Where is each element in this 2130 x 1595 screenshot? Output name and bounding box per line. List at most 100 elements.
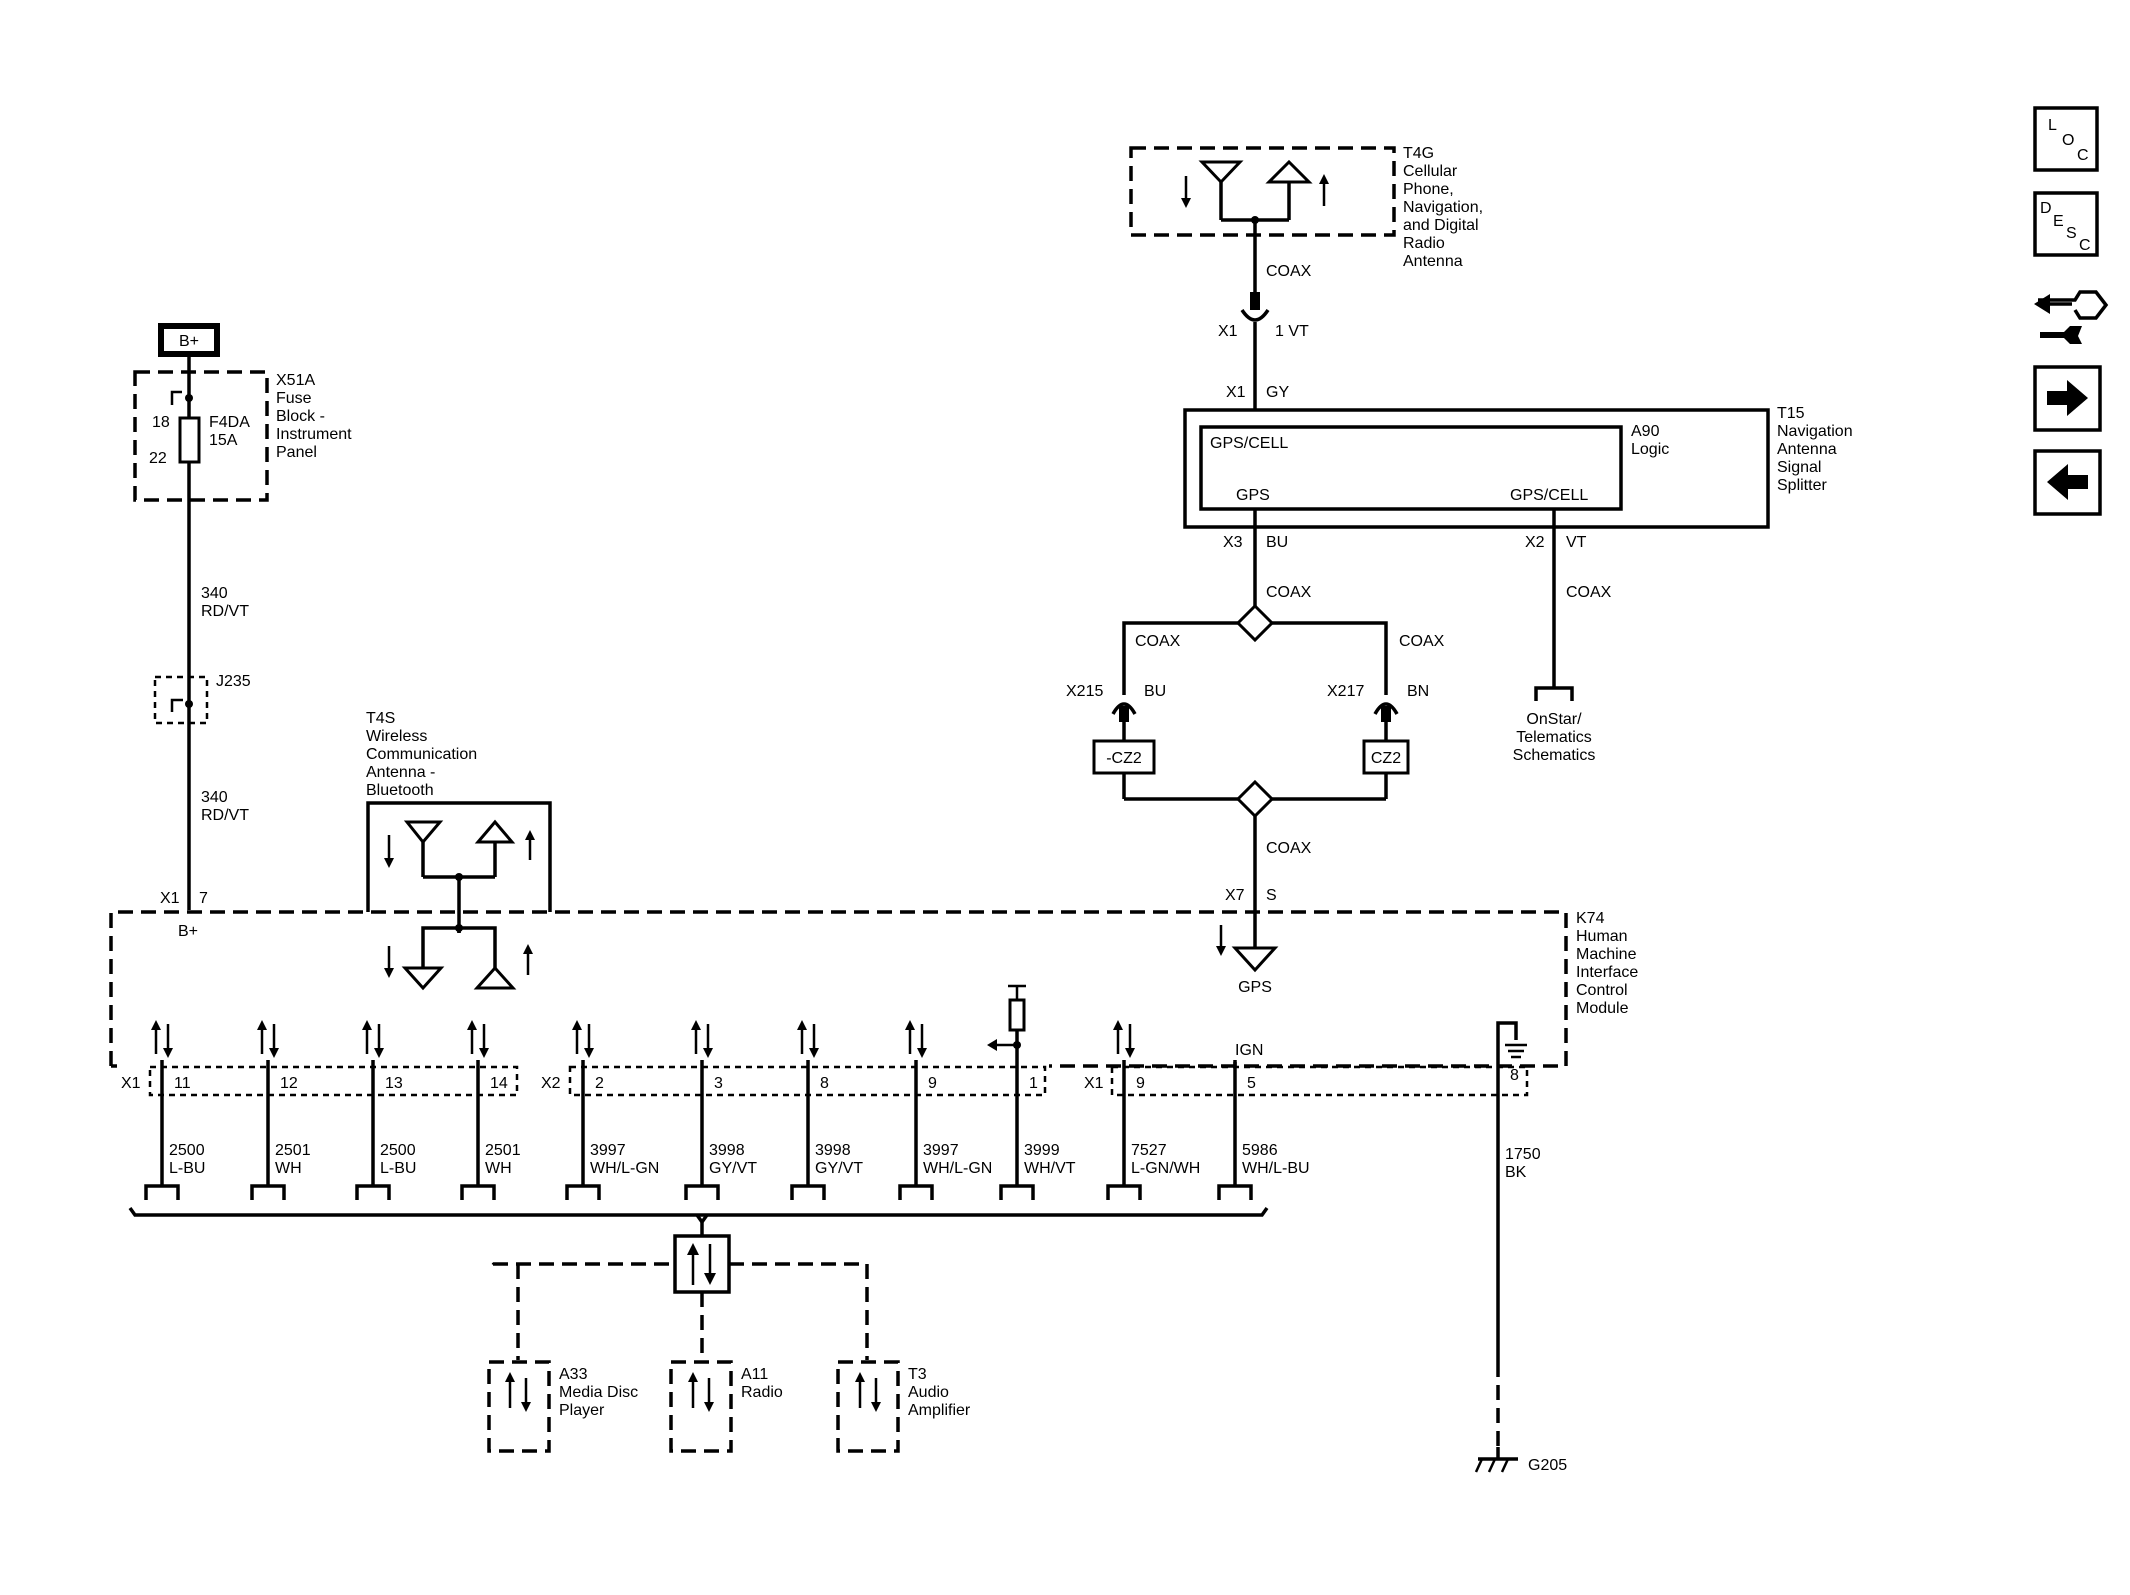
audio-module-a11: A11 Radio bbox=[669, 1360, 783, 1453]
cell-antenna-title-4: Navigation, bbox=[1403, 199, 1483, 216]
pin-number: 5 bbox=[1247, 1075, 1256, 1092]
wire-terminal bbox=[999, 1184, 1035, 1200]
a33-title-2: Media Disc bbox=[559, 1384, 638, 1401]
fuse-rating: 15A bbox=[209, 432, 238, 449]
fuse-block-title-2: Fuse bbox=[276, 390, 312, 407]
ground-point-label: G205 bbox=[1528, 1457, 1567, 1474]
wire-circuit: 2501 bbox=[275, 1142, 311, 1159]
splitter-gps-connector: X3 bbox=[1223, 534, 1243, 551]
battery-positive-label: B+ bbox=[179, 333, 199, 350]
wire-color: L-BU bbox=[380, 1160, 416, 1177]
x215-color: BU bbox=[1144, 683, 1166, 700]
wire-terminal bbox=[1217, 1184, 1253, 1200]
x217-connector: X217 bbox=[1327, 683, 1364, 700]
connector-wrench-icon[interactable] bbox=[2034, 290, 2109, 344]
gps-connector: X7 bbox=[1225, 887, 1245, 904]
arrow-left-icon[interactable] bbox=[2033, 449, 2102, 516]
wire-color: WH/L-GN bbox=[923, 1160, 992, 1177]
x217-option: CZ2 bbox=[1371, 750, 1401, 767]
fuse-block-title-3: Block - bbox=[276, 408, 325, 425]
arrow-right-icon[interactable] bbox=[2033, 365, 2102, 432]
wire-color: WH/L-GN bbox=[590, 1160, 659, 1177]
fuse-name: F4DA bbox=[209, 414, 250, 431]
pin-number: 1 bbox=[1029, 1075, 1038, 1092]
wire-terminal bbox=[1106, 1184, 1142, 1200]
ground-pin: 8 bbox=[1510, 1067, 1519, 1084]
desc-letter-c: C bbox=[2079, 237, 2091, 254]
antenna-signal-splitter-t15: X1 GY GPS/CELL GPS GPS/CELL A90 Logic T1… bbox=[1183, 384, 1853, 529]
wire-circuit: 3998 bbox=[815, 1142, 851, 1159]
t3-title-1: T3 bbox=[908, 1366, 927, 1383]
audio-module-t3: T3 Audio Amplifier bbox=[836, 1360, 971, 1453]
wire-terminal bbox=[790, 1184, 826, 1200]
connector-x215: -CZ2 X215 BU bbox=[1066, 683, 1166, 799]
splitter-title-1: T15 bbox=[1777, 405, 1805, 422]
connector-x1-strip-a bbox=[148, 1065, 519, 1097]
splice-j235: J235 bbox=[153, 673, 251, 725]
logic-top-label: GPS/CELL bbox=[1210, 435, 1288, 452]
gps-label: GPS bbox=[1238, 979, 1272, 996]
pin-number: 12 bbox=[280, 1075, 298, 1092]
splice-label: J235 bbox=[216, 673, 251, 690]
desc-icon[interactable]: D E S C bbox=[2033, 191, 2099, 257]
coax-top-pin: 1 VT bbox=[1275, 323, 1309, 340]
pin-number: 13 bbox=[385, 1075, 403, 1092]
cell-antenna-title-2: Cellular bbox=[1403, 163, 1458, 180]
splitter-gps-color: BU bbox=[1266, 534, 1288, 551]
coax-split-label: COAX bbox=[1266, 584, 1312, 601]
logic-title-2: Logic bbox=[1631, 441, 1669, 458]
wire-340-lower-color: RD/VT bbox=[201, 807, 249, 824]
hmi-ign-label: IGN bbox=[1235, 1042, 1263, 1059]
a33-title-3: Player bbox=[559, 1402, 605, 1419]
connector-x2-label: X2 bbox=[541, 1075, 561, 1092]
connector-x1-a-label: X1 bbox=[121, 1075, 141, 1092]
pin-number: 11 bbox=[174, 1075, 191, 1092]
wire-color: WH bbox=[275, 1160, 302, 1177]
pin-number: 9 bbox=[928, 1075, 937, 1092]
splitter-title-2: Navigation bbox=[1777, 423, 1853, 440]
x215-connector: X215 bbox=[1066, 683, 1103, 700]
wire-circuit: 3998 bbox=[709, 1142, 745, 1159]
onstar-ref-3: Schematics bbox=[1513, 747, 1596, 764]
bus-dot: · bbox=[490, 1255, 495, 1272]
pin-number: 3 bbox=[714, 1075, 723, 1092]
a11-title-2: Radio bbox=[741, 1384, 783, 1401]
hmi-title-6: Module bbox=[1576, 1000, 1629, 1017]
loc-letter-o: O bbox=[2062, 132, 2074, 149]
cell-antenna-title-1: T4G bbox=[1403, 145, 1434, 162]
cell-antenna-title-7: Antenna bbox=[1403, 253, 1463, 270]
resistor-icon bbox=[1008, 998, 1026, 1032]
fuse-block-title-4: Instrument bbox=[276, 426, 352, 443]
wire-circuit: 2501 bbox=[485, 1142, 521, 1159]
cell-antenna-title-5: and Digital bbox=[1403, 217, 1479, 234]
hmi-title-2: Human bbox=[1576, 928, 1628, 945]
bt-antenna-title-1: T4S bbox=[366, 710, 395, 727]
splitter-title-3: Antenna bbox=[1777, 441, 1837, 458]
desc-letter-d: D bbox=[2040, 200, 2052, 217]
wire-color: GY/VT bbox=[709, 1160, 757, 1177]
hmi-bplus-connector: X1 bbox=[160, 890, 180, 907]
cell-antenna-title-3: Phone, bbox=[1403, 181, 1454, 198]
splitter-in-color: GY bbox=[1266, 384, 1289, 401]
hmi-internal-antenna bbox=[384, 924, 533, 991]
pin-number: 2 bbox=[595, 1075, 604, 1092]
bt-antenna-title-4: Antenna - bbox=[366, 764, 435, 781]
logic-title-1: A90 bbox=[1631, 423, 1660, 440]
wire-circuit: 5986 bbox=[1242, 1142, 1278, 1159]
wire-color: GY/VT bbox=[815, 1160, 863, 1177]
wire-terminal bbox=[355, 1184, 391, 1200]
pin-number: 14 bbox=[490, 1075, 508, 1092]
x215-option: -CZ2 bbox=[1106, 750, 1142, 767]
wire-circuit: 2500 bbox=[169, 1142, 205, 1159]
wire-terminal bbox=[898, 1184, 934, 1200]
wire-340-lower-circuit: 340 bbox=[201, 789, 228, 806]
loc-icon[interactable]: L O C bbox=[2033, 106, 2099, 172]
serial-data-bus-icon bbox=[673, 1234, 731, 1294]
wire-color: L-GN/WH bbox=[1131, 1160, 1200, 1177]
fuse-block-title-5: Panel bbox=[276, 444, 317, 461]
